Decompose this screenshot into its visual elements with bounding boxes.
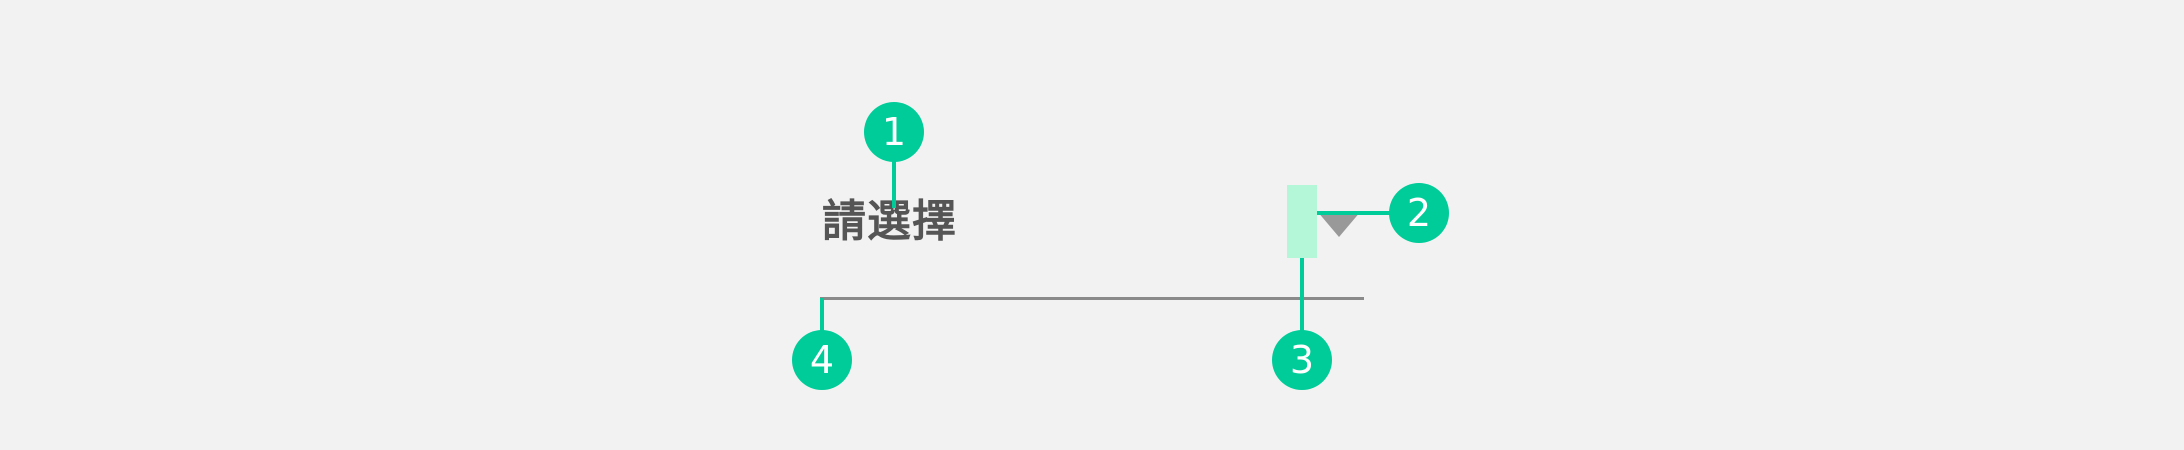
callout-3-marker: 3: [1272, 330, 1332, 390]
dropdown-arrow-icon: [1317, 211, 1361, 237]
callout-1-leader: [892, 160, 896, 208]
callout-2-marker: 2: [1389, 183, 1449, 243]
callout-1-marker: 1: [864, 102, 924, 162]
callout-3-leader: [1300, 258, 1304, 331]
arrow-area-highlight: [1287, 185, 1317, 258]
callout-4-marker: 4: [792, 330, 852, 390]
select-underline: [820, 297, 1364, 300]
callout-4-leader: [820, 298, 824, 331]
select-placeholder-text: 請選擇: [822, 196, 957, 247]
callout-2-leader: [1317, 211, 1390, 215]
